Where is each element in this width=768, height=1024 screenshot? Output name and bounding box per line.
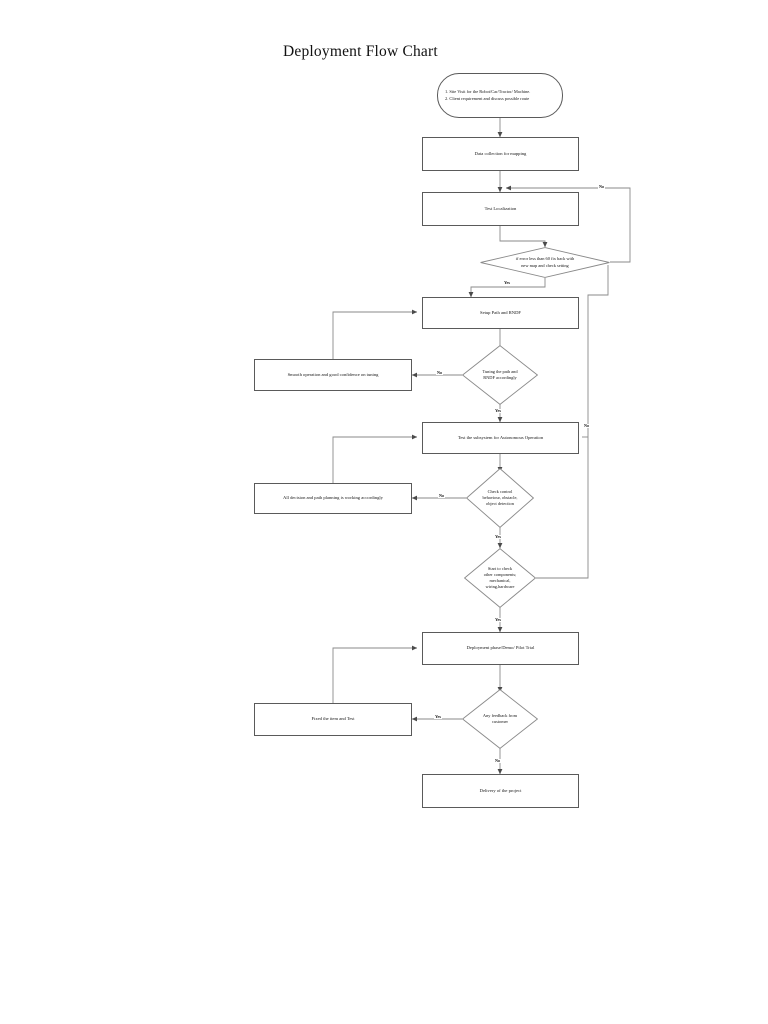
node-delivery-project[interactable]: Delivery of the project — [422, 774, 579, 808]
node-smooth-operation-label: Smooth operation and good confidence on … — [287, 371, 379, 377]
edge-d1-yes-n4 — [468, 278, 546, 298]
decision-check-control[interactable]: Check control behaviour, obstacle, objec… — [466, 468, 534, 528]
node-test-localization-label: Test Localization — [484, 205, 517, 211]
node-smooth-operation[interactable]: Smooth operation and good confidence on … — [254, 359, 412, 391]
node-setup-path-rndf[interactable]: Setup Path and RNDF — [422, 297, 579, 329]
node-test-localization[interactable]: Test Localization — [422, 192, 579, 226]
decision-check-components-shape — [464, 548, 536, 608]
decision-check-components[interactable]: Start to check other components; mechani… — [464, 548, 536, 608]
node-all-decision-planning[interactable]: All decision and path planning is workin… — [254, 483, 412, 514]
decision-tuning-path-label: Tuning the path and RNDF accordingly — [482, 368, 518, 380]
decision-tuning-path-shape — [462, 345, 538, 405]
node-deployment-phase[interactable]: Deployment phase/Demo/ Pilot Trial — [422, 632, 579, 665]
node-deployment-phase-label: Deployment phase/Demo/ Pilot Trial — [466, 645, 535, 651]
edge-n5-n4 — [332, 309, 418, 359]
edge-d1-no-n3 — [505, 185, 631, 263]
edge-n3-d1 — [499, 226, 548, 248]
node-site-visit[interactable]: 1. Site Visit for the Robot/Car/Tractor/… — [437, 73, 563, 118]
node-site-visit-label: 1. Site Visit for the Robot/Car/Tractor/… — [445, 89, 531, 101]
edge-d4-no-up — [536, 265, 609, 579]
edge-n7-n6 — [332, 434, 418, 483]
decision-error-threshold-shape — [480, 247, 610, 278]
node-all-decision-planning-label: All decision and path planning is workin… — [283, 495, 383, 501]
edge-label-d1-no: No — [598, 184, 606, 190]
decision-error-threshold[interactable]: if error less than 60 fix back with new … — [480, 247, 610, 278]
node-setup-path-rndf-label: Setup Path and RNDF — [480, 309, 521, 315]
edge-label-d3-no: No — [438, 493, 446, 499]
decision-check-components-label: Start to check other components; mechani… — [483, 565, 517, 590]
page-title: Deployment Flow Chart — [283, 43, 438, 60]
node-data-collection-label: Data collection for mapping — [474, 150, 527, 156]
edge-label-d3-yes: Yes — [494, 534, 503, 540]
decision-any-feedback[interactable]: Any feedback from customer — [462, 689, 538, 749]
edge-label-d4-no: No — [583, 423, 591, 429]
node-fixed-item-test[interactable]: Fixed the item and Test — [254, 703, 412, 736]
decision-tuning-path[interactable]: Tuning the path and RNDF accordingly — [462, 345, 538, 405]
edge-label-d1-yes: Yes — [503, 280, 512, 286]
decision-any-feedback-label: Any feedback from customer — [482, 712, 518, 724]
decision-any-feedback-shape — [462, 689, 538, 749]
node-data-collection[interactable]: Data collection for mapping — [422, 137, 579, 171]
node-delivery-project-label: Delivery of the project — [479, 787, 522, 793]
decision-check-control-label: Check control behaviour, obstacle, objec… — [482, 488, 518, 507]
decision-check-control-shape — [466, 468, 534, 528]
node-test-subsystem[interactable]: Test the subsystem for Autonomous Operat… — [422, 422, 579, 454]
node-test-subsystem-label: Test the subsystem for Autonomous Operat… — [457, 434, 544, 440]
node-fixed-item-test-label: Fixed the item and Test — [311, 716, 355, 722]
decision-error-threshold-label: if error less than 60 fix back with new … — [515, 256, 575, 268]
edge-label-d5-no: No — [494, 758, 502, 764]
edge-label-d5-yes: Yes — [434, 714, 443, 720]
edge-n9-n8 — [332, 645, 418, 703]
edge-label-d2-no: No — [436, 370, 444, 376]
edge-label-d4-yes: Yes — [494, 617, 503, 623]
edge-label-d2-yes: Yes — [494, 408, 503, 414]
